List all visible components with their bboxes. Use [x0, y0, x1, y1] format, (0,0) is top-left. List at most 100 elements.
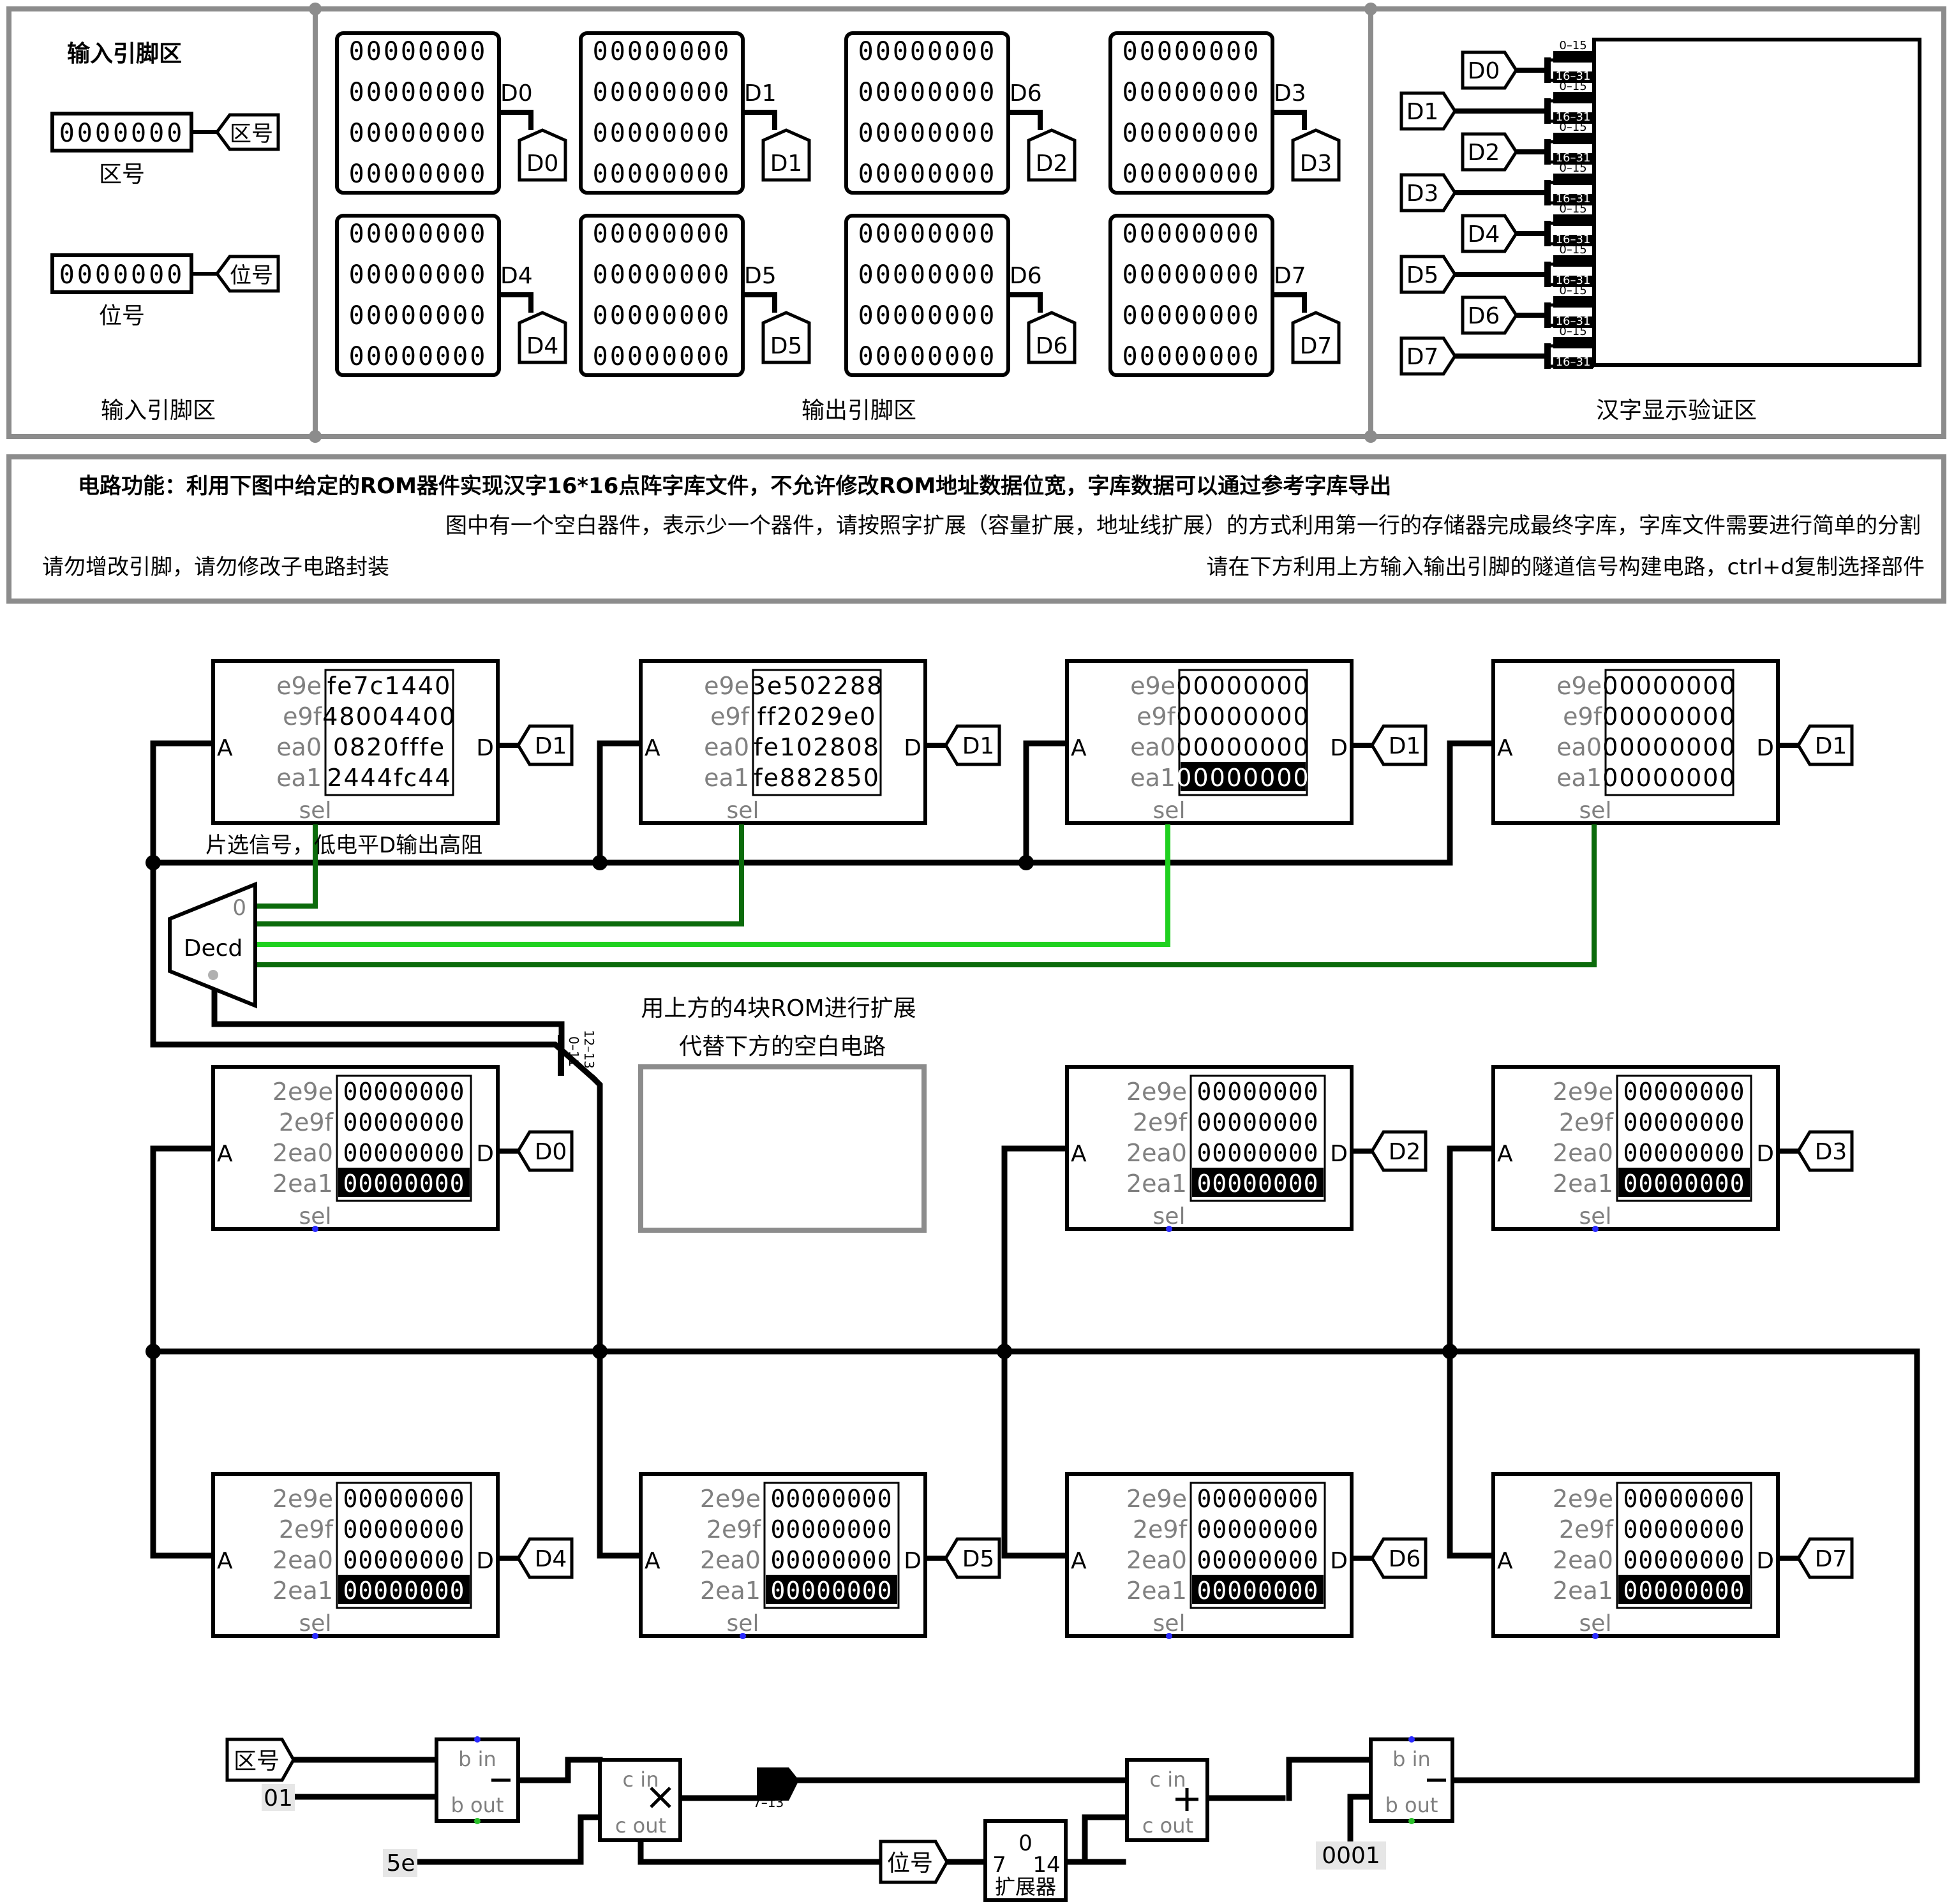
- display-tunnel-label: D2: [1468, 140, 1500, 166]
- rom-sel-label: sel: [299, 798, 332, 824]
- multiplier[interactable]: c in c out: [598, 1758, 682, 1842]
- tunnel-rom-label: D4: [535, 1546, 567, 1572]
- rom-addr-pin-label: A: [1071, 1141, 1087, 1167]
- tunnel-out-D1-label: D1: [770, 151, 803, 177]
- rom-address: e9f: [710, 703, 750, 731]
- input-pin-pos[interactable]: 0000000: [50, 253, 193, 294]
- tunnel-out-D5: D5: [761, 311, 811, 364]
- rom-data-word: 00000000: [1197, 1515, 1318, 1543]
- rom-data-word: 00000000: [1197, 1170, 1318, 1198]
- display-panel: D00–1516–31D10–1516–31D20–1516–31D30–151…: [1399, 38, 1921, 376]
- bit-extender[interactable]: 0 7 14 扩展器: [983, 1819, 1068, 1902]
- display-split-label: 16–31: [1556, 151, 1591, 165]
- output-pin-row: 00000000: [858, 78, 997, 107]
- rom-address: 2ea1: [1126, 1577, 1187, 1605]
- splitter-bottom-b: 7–13: [753, 1795, 784, 1810]
- input-pin-zone[interactable]: 0000000: [50, 112, 193, 152]
- display-split-label: 0–15: [1559, 161, 1586, 175]
- rom-address: 2ea0: [1553, 1546, 1613, 1574]
- rom-sel-label: sel: [1579, 1610, 1612, 1637]
- rom-sel-label: sel: [727, 798, 759, 824]
- splitter-mid-a: 12–13: [581, 1030, 597, 1069]
- rom-data-word: fe102808: [754, 733, 880, 761]
- rom-data-word: 2444fc44: [327, 764, 451, 792]
- extender-left: 7: [992, 1852, 1006, 1878]
- output-pin-row: 00000000: [858, 37, 997, 66]
- tunnel-out-D3: D3: [1291, 128, 1341, 182]
- tunnel-pos-out: 位号: [214, 255, 280, 293]
- rom-address: ea1: [704, 764, 749, 792]
- rom-data-pin-label: D: [476, 1548, 494, 1574]
- rom-sel-label: sel: [299, 1203, 332, 1230]
- rom-data-word: 00000000: [343, 1577, 465, 1605]
- rom-data-word: 00000000: [1623, 1170, 1745, 1198]
- output-pin-row: 00000000: [858, 260, 997, 290]
- tunnel-out-D0-label: D0: [526, 151, 559, 177]
- splitter-mid-b: 0–11: [566, 1036, 581, 1067]
- tunnel-out-D1: D1: [761, 128, 811, 182]
- tunnel-rom-D1: D1: [944, 724, 1001, 766]
- info-box: 电路功能：利用下图中给定的ROM器件实现汉字16*16点阵字库文件，不允许修改R…: [6, 454, 1946, 604]
- rom-address: 2e9e: [272, 1078, 333, 1106]
- output-pin-row: 00000000: [1123, 301, 1261, 331]
- subtractor-1-bout: b out: [451, 1793, 504, 1817]
- rom-address: ea0: [1556, 733, 1602, 761]
- tunnel-rom-label: D1: [535, 733, 567, 759]
- info-line-2: 图中有一个空白器件，表示少一个器件，请按照字扩展（容量扩展，地址线扩展）的方式利…: [445, 513, 1921, 539]
- rom-address: ea0: [704, 733, 749, 761]
- blank-component[interactable]: [638, 1064, 927, 1233]
- subtractor-1[interactable]: b in b out: [435, 1736, 520, 1824]
- rom-data-word: 00000000: [770, 1485, 892, 1513]
- rom-data-pin-label: D: [1330, 1141, 1348, 1167]
- tunnel-rom-D1: D1: [1796, 724, 1854, 766]
- tunnel-rom-label: D7: [1815, 1546, 1847, 1572]
- rom-data-word: 00000000: [1197, 1546, 1318, 1574]
- rom-data-word: 00000000: [1176, 672, 1309, 700]
- decoder[interactable]: Decd 0: [168, 881, 257, 1009]
- blank-note-2: 代替下方的空白电路: [679, 1034, 886, 1060]
- output-pin-side-label: D6: [1010, 80, 1042, 107]
- subtractor-1-bin: b in: [458, 1747, 496, 1771]
- rom-sel-label: sel: [1153, 1610, 1186, 1637]
- tunnel-rom-D0: D0: [516, 1130, 574, 1172]
- tunnel-rom-D7: D7: [1796, 1537, 1854, 1579]
- adder[interactable]: c in c out: [1125, 1758, 1209, 1842]
- output-pin-row: 00000000: [1123, 78, 1261, 107]
- subtractor-2[interactable]: b in b out: [1369, 1736, 1454, 1824]
- rom-address: 2e9e: [1126, 1485, 1187, 1513]
- rom-address: e9e: [1556, 672, 1602, 700]
- adder-cout: c out: [1142, 1813, 1193, 1838]
- rom-data-word: 00000000: [1197, 1139, 1318, 1167]
- input-pin-zone-value: 0000000: [59, 119, 185, 148]
- display-tunnel-label: D6: [1468, 303, 1500, 329]
- display-split-label: 0–15: [1559, 80, 1586, 93]
- output-pin-row: 00000000: [1123, 260, 1261, 290]
- rom-data-word: 00000000: [1176, 764, 1309, 792]
- wires: [150, 740, 1920, 1865]
